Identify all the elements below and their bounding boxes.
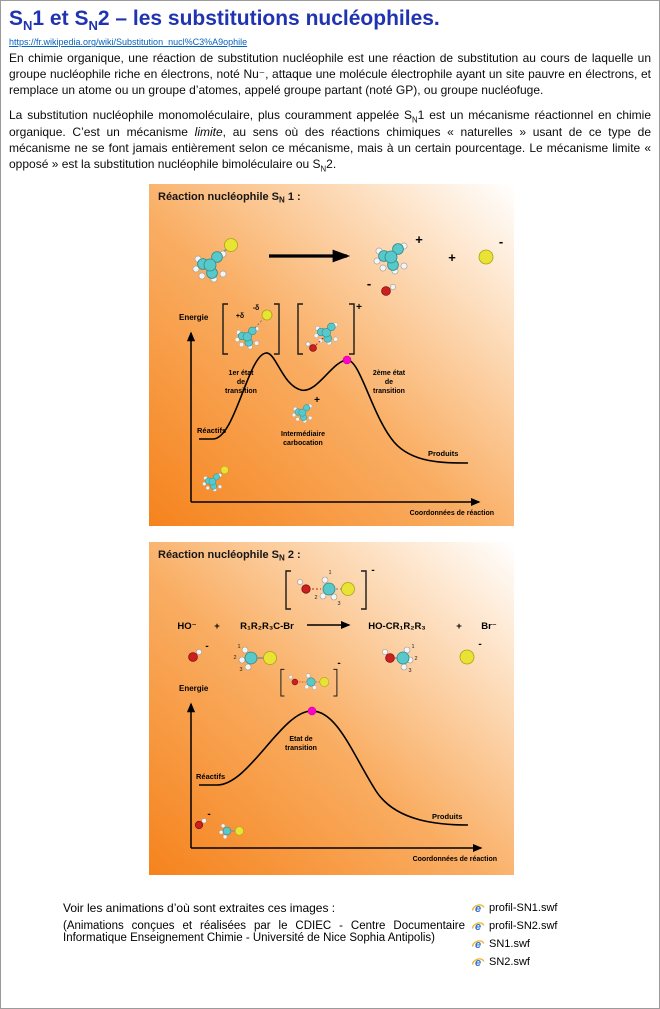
sn1-intermediate-label: carbocation [283, 440, 323, 447]
paragraph-sub: N [320, 164, 327, 174]
sn1-panel-background [149, 183, 514, 526]
sn2-eq-bromide: Br⁻ [481, 621, 497, 632]
sn1-leaving-ion [478, 249, 494, 265]
h-number: 2 [233, 655, 236, 661]
h-number: 3 [337, 601, 340, 607]
file-label: profil-SN1.swf [489, 901, 558, 914]
animations-credits: (Animations conçues et réalisées par le … [63, 919, 465, 944]
delta-plus-label: +δ [236, 313, 244, 320]
file-link-sn1[interactable]: e SN1.swf [471, 937, 599, 951]
sn2-figure-title: Réaction nucléophile SN 2 : [158, 549, 301, 563]
sn1-leaving-ion-charge: - [499, 234, 503, 249]
file-link-sn2[interactable]: e SN2.swf [471, 955, 599, 969]
h-number: 1 [237, 644, 240, 650]
paragraph-part: 1 est un mécanisme réactionnel en chimie… [9, 107, 652, 140]
svg-text:e: e [475, 939, 481, 951]
sn1-ts2-label: 2ème état [373, 370, 406, 377]
sn2-ts-small-charge: - [337, 658, 340, 669]
delta-minus-label: -δ [253, 305, 260, 312]
wikipedia-link[interactable]: https://fr.wikipedia.org/wiki/Substituti… [9, 37, 248, 48]
sn1-transition-state-1: +δ -δ [222, 302, 280, 355]
file-label: profil-SN2.swf [489, 919, 558, 932]
title-part: 1 et S [32, 7, 89, 30]
sn1-intermediate-charge: + [314, 395, 320, 406]
title-part: S [9, 7, 24, 30]
sn2-eq-plus: + [214, 621, 220, 632]
sn1-ts1-label: 1er état [229, 370, 255, 377]
h-number: 2 [414, 656, 417, 662]
h-number: 1 [411, 644, 414, 650]
sn2-eq-product: HO-CR₁R₂R₃ [368, 621, 425, 632]
file-link-profil-sn2[interactable]: e profil-SN2.swf [471, 919, 599, 933]
figure-sn2: Réaction nucléophile SN 2 : - 1 2 3 HO⁻ … [149, 541, 514, 875]
sn1-transition-state-2: + [297, 302, 362, 355]
svg-text:e: e [475, 903, 481, 915]
paragraph-part: 2. [326, 157, 337, 171]
paragraph-sub: N [412, 115, 418, 125]
sn2-reactant-oh-charge: - [207, 809, 210, 820]
svg-text:e: e [475, 921, 481, 933]
animations-note-block: Voir les animations d’où sont extraites … [63, 901, 465, 969]
page-title: SN1 et SN2 – les substitutions nucléophi… [9, 7, 651, 33]
sn1-carbocation-charge: + [415, 232, 423, 247]
sn2-hydroxide-charge: - [205, 641, 208, 652]
h-number: 3 [408, 668, 411, 674]
sn2-transition-dot [307, 706, 317, 715]
paragraph-intro: En chimie organique, une réaction de sub… [9, 51, 651, 97]
sn2-products-label: Produits [432, 812, 462, 821]
sn1-ts2-label: de [385, 379, 393, 386]
title-part: 2 – les substitutions nucléophiles. [97, 7, 440, 30]
sn1-transition-dot [342, 355, 352, 364]
sn1-hydroxide-charge: - [367, 276, 371, 291]
sn1-products-label: Produits [428, 449, 458, 458]
sn2-transition-state: - 1 2 3 [285, 565, 375, 610]
sn2-reactants-label: Réactifs [196, 772, 225, 781]
h-number: 2 [314, 595, 317, 601]
sn1-ts2-exponent: + [356, 302, 362, 313]
sn1-plus-sign: + [448, 250, 456, 265]
sn2-ts-label: transition [285, 745, 317, 752]
internet-explorer-icon: e [471, 919, 485, 933]
h-number: 3 [239, 667, 242, 673]
file-link-profil-sn1[interactable]: e profil-SN1.swf [471, 901, 599, 915]
svg-text:e: e [475, 957, 481, 969]
file-label: SN2.swf [489, 955, 530, 968]
sn1-ts2-label: transition [373, 388, 405, 395]
sn2-bromide-charge: - [478, 639, 481, 650]
sn1-xaxis-label: Coordonnées de réaction [410, 510, 494, 517]
sn2-eq-plus: + [456, 621, 462, 632]
sn1-energy-axis-label: Energie [179, 313, 209, 322]
sn2-ts-label: Etat de [289, 736, 312, 743]
paragraph-part: La substitution nucléophile monomolécula… [9, 107, 413, 122]
sn2-energy-axis-label: Energie [179, 684, 209, 693]
sn1-reactants-label: Réactifs [197, 426, 226, 435]
paragraph-sn1: La substitution nucléophile monomolécula… [9, 108, 651, 175]
sn1-intermediate-label: Intermédiaire [281, 431, 325, 438]
sn1-ts1-label: de [237, 379, 245, 386]
sn1-figure-title: Réaction nucléophile SN 1 : [158, 191, 301, 205]
sn2-eq-hydroxide: HO⁻ [177, 621, 196, 632]
sn2-figure-image: Réaction nucléophile SN 2 : - 1 2 3 HO⁻ … [149, 541, 514, 875]
title-sub: N [23, 18, 33, 34]
sn2-xaxis-label: Coordonnées de réaction [413, 856, 497, 863]
paragraph-italic: limite [194, 125, 223, 140]
sn2-eq-substrate: R₁R₂R₃C-Br [240, 621, 294, 632]
file-list: e profil-SN1.swf e profil-SN2.swf e SN1.… [471, 901, 599, 969]
sn1-figure-image: Réaction nucléophile SN 1 : + - + - +δ -… [149, 183, 514, 526]
figure-sn1: Réaction nucléophile SN 1 : + - + - +δ -… [149, 183, 514, 526]
sn2-energy-curve [199, 709, 469, 826]
paragraph-part: , au sens où des réactions chimiques « n… [9, 125, 652, 171]
title-sub: N [88, 18, 98, 34]
internet-explorer-icon: e [471, 955, 485, 969]
animations-note: Voir les animations d’où sont extraites … [63, 900, 336, 915]
internet-explorer-icon: e [471, 937, 485, 951]
sn2-bromide-ion [459, 649, 475, 665]
internet-explorer-icon: e [471, 901, 485, 915]
h-number: 1 [328, 570, 331, 576]
sn2-ts-charge: - [371, 565, 374, 576]
sn1-ts1-label: transition [225, 388, 257, 395]
sn1-energy-curve [199, 351, 469, 464]
file-label: SN1.swf [489, 937, 530, 950]
footer: Voir les animations d’où sont extraites … [9, 901, 651, 969]
